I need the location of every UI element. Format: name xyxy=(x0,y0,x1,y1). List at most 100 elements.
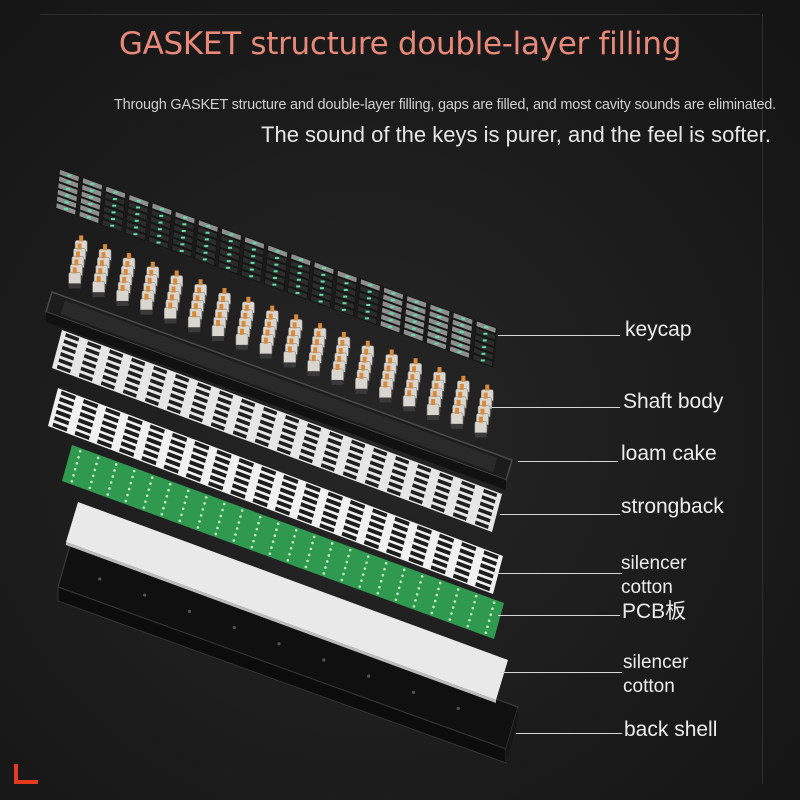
cotton-cutout xyxy=(61,345,76,355)
keycap-legend xyxy=(437,309,442,312)
pcb-pad xyxy=(324,566,327,569)
cotton-cutout xyxy=(107,355,122,365)
pcb-pad xyxy=(306,559,309,563)
cotton-cutout xyxy=(192,401,207,410)
switch-stem xyxy=(437,367,442,374)
keycap-legend xyxy=(295,292,300,295)
plate-cutout xyxy=(372,508,388,518)
plate-cutout xyxy=(415,531,431,541)
plate-cutout xyxy=(122,434,138,445)
pcb-pad xyxy=(466,624,470,628)
plate-cutout xyxy=(96,439,113,449)
pcb-pad xyxy=(435,593,439,597)
cotton-cutout xyxy=(320,463,335,472)
cotton-cutout xyxy=(166,405,181,415)
pcb-pad xyxy=(93,468,97,472)
cotton-cutout xyxy=(148,384,163,394)
keycap-legend xyxy=(134,226,139,229)
plate-cutout xyxy=(148,430,164,440)
plate-cutout xyxy=(435,546,451,556)
cotton-cutout xyxy=(56,364,71,374)
plate-cutout xyxy=(55,409,71,419)
cotton-cutout xyxy=(85,347,100,357)
switch-stem xyxy=(125,260,130,267)
cotton-cutout xyxy=(327,437,342,447)
keycap-legend xyxy=(63,207,68,210)
pcb-pad xyxy=(474,594,478,598)
keycap-legend xyxy=(65,194,70,197)
switch-stem xyxy=(314,339,319,346)
cotton-cutout xyxy=(109,349,124,358)
cotton-cutout xyxy=(413,476,428,486)
switch-stem xyxy=(98,268,103,275)
plate-cutout xyxy=(57,403,73,413)
keycap-legend xyxy=(435,335,440,338)
plate-cutout xyxy=(213,462,229,472)
pcb-pad xyxy=(178,519,182,523)
plate-cutout xyxy=(100,426,116,436)
cotton-cutout xyxy=(476,514,491,523)
poster-title: GASKET structure double-layer filling xyxy=(118,26,682,62)
keycap-legend xyxy=(159,214,164,217)
switch-stem xyxy=(318,323,323,330)
pcb-pad xyxy=(471,606,475,610)
pcb-pad xyxy=(330,542,334,545)
switch-stem xyxy=(432,391,437,398)
pcb-pad xyxy=(90,480,93,484)
switch-stem xyxy=(485,384,490,391)
switch-stem xyxy=(383,381,388,388)
switch-stem xyxy=(72,267,77,274)
plate-cutout xyxy=(456,560,472,571)
cotton-cutout xyxy=(144,397,159,406)
pcb-pad xyxy=(198,520,201,523)
plate-cutout xyxy=(81,405,97,415)
keycap-legend xyxy=(203,251,208,254)
pcb-pad xyxy=(201,508,205,511)
pcb-pad xyxy=(77,455,80,459)
switch-stem xyxy=(458,391,463,398)
switch-stem xyxy=(75,251,80,258)
pcb-pad xyxy=(401,574,404,578)
keycap-legend xyxy=(110,224,115,227)
pcb-pad xyxy=(268,552,272,556)
screw-hole xyxy=(456,706,460,711)
switch-stem xyxy=(413,358,418,365)
plate-cutout xyxy=(209,474,225,485)
cotton-cutout xyxy=(305,429,320,439)
pcb-pad xyxy=(163,500,167,504)
plate-cutout xyxy=(481,556,497,566)
cotton-cutout xyxy=(100,381,115,390)
switch-stem xyxy=(192,311,197,318)
cotton-cutout xyxy=(237,411,252,420)
switch-stem xyxy=(267,321,272,328)
keycap-legend xyxy=(273,270,278,273)
keycap-legend xyxy=(318,300,323,303)
plate-cutout xyxy=(483,550,499,560)
keycap-legend xyxy=(342,302,347,305)
pcb-pad xyxy=(203,502,206,505)
keycap-legend xyxy=(252,241,257,244)
switch-stem xyxy=(96,276,101,283)
pcb-pad xyxy=(397,586,401,590)
pcb-pad xyxy=(214,532,218,536)
plate-cutout xyxy=(143,449,159,459)
pcb-pad xyxy=(343,566,347,570)
switch-stem xyxy=(99,260,104,267)
keycap-legend xyxy=(457,351,462,354)
keycap-legend xyxy=(343,295,348,298)
switch-stem xyxy=(243,312,248,319)
pcb-layer xyxy=(62,445,504,639)
plate-cutout xyxy=(346,512,362,522)
switch-stem xyxy=(79,235,84,242)
strongback-plate-layer xyxy=(48,388,503,594)
switch-stem xyxy=(435,375,440,382)
switch-stem xyxy=(147,277,152,284)
pcb-pad xyxy=(167,488,170,492)
plate-cutout xyxy=(297,514,313,525)
keycap-legend xyxy=(67,174,72,177)
screw-hole xyxy=(322,658,326,662)
pcb-pad xyxy=(109,481,113,484)
pcb-pad xyxy=(486,625,489,629)
pcb-pad xyxy=(469,612,473,616)
pcb-pad xyxy=(127,487,131,491)
